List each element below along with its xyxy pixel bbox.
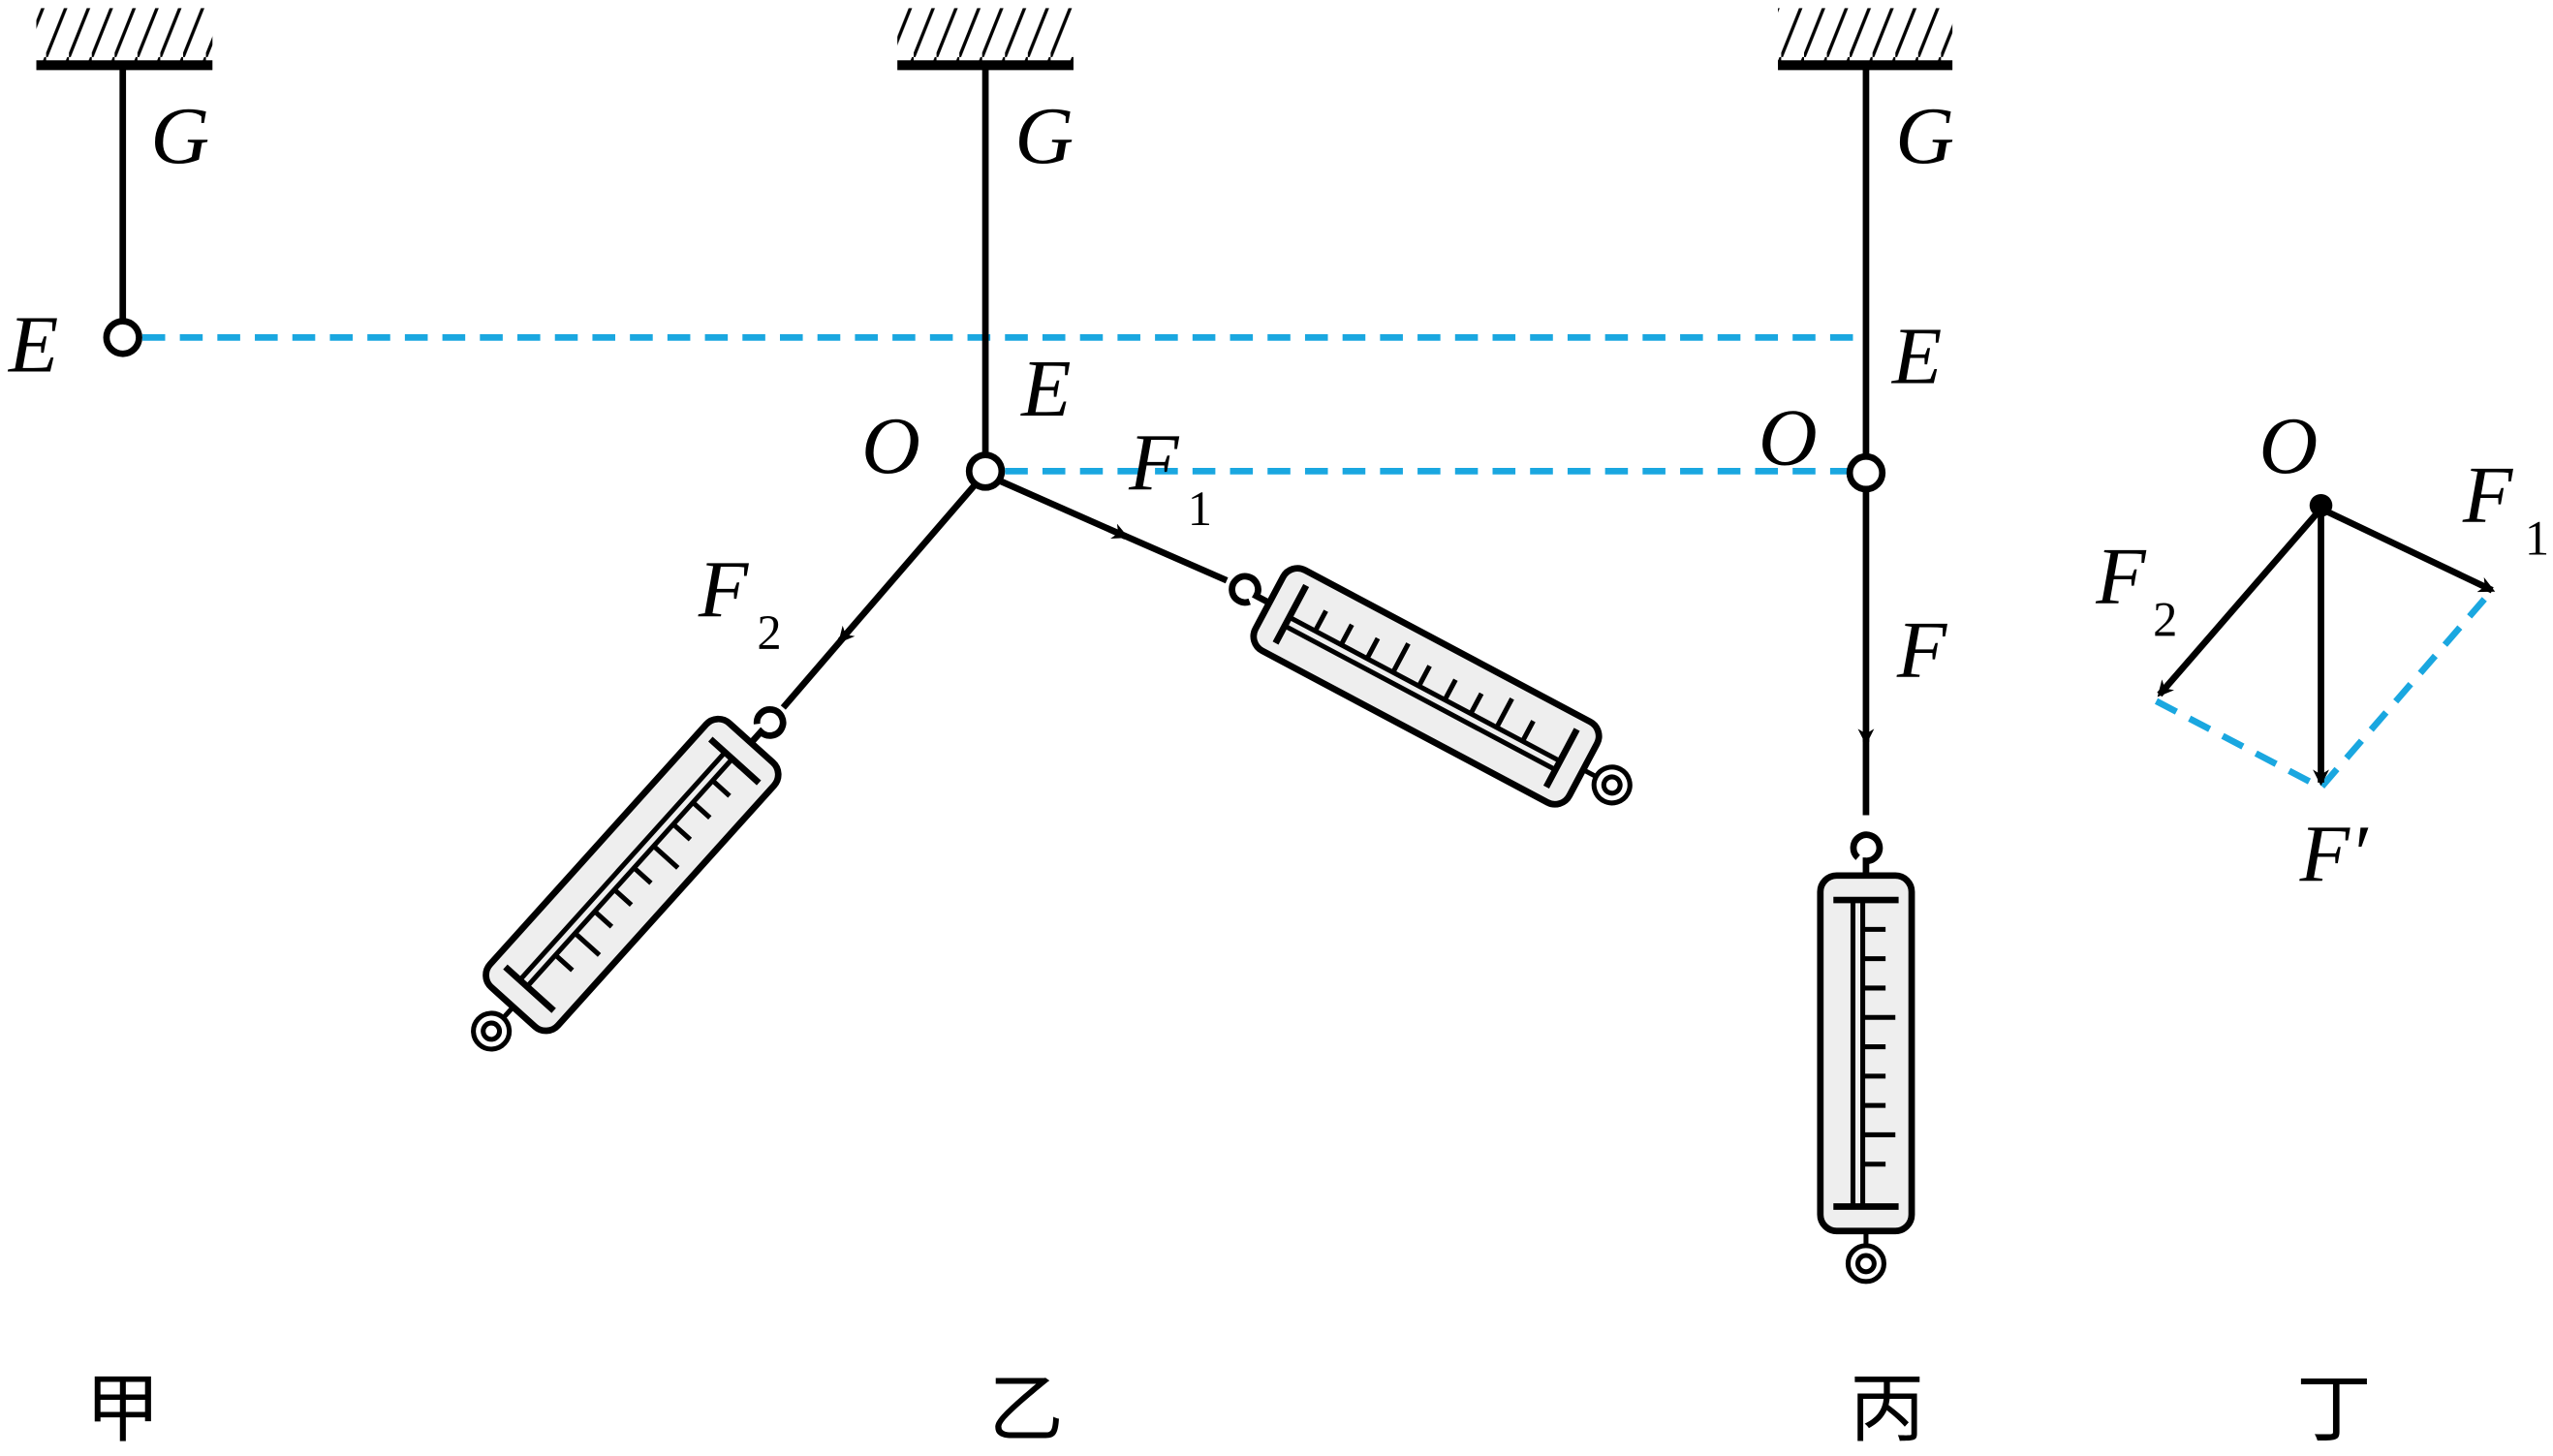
svg-text:2: 2 — [2153, 592, 2177, 646]
parallelogram-dashes — [2154, 588, 2495, 792]
svg-text:1: 1 — [2525, 511, 2549, 565]
spring-scale-1 — [1212, 543, 1649, 834]
knot-E — [103, 318, 142, 357]
spring-scale-2 — [446, 682, 813, 1075]
panel-yi: G E O F 1 F 2 乙 — [446, 8, 1649, 1453]
panel-jia: G E 甲 — [8, 8, 213, 1453]
label-G: G — [150, 91, 209, 181]
svg-text:E: E — [1891, 312, 1942, 402]
panel-bing: G E O F 丙 — [1759, 8, 1954, 1453]
caption-bing: 丙 — [1850, 1366, 1924, 1453]
svg-text:F: F — [1128, 418, 1180, 508]
caption-ding: 丁 — [2296, 1366, 2371, 1453]
label-E: E — [8, 300, 58, 390]
svg-text:G: G — [1014, 91, 1074, 181]
caption-jia: 甲 — [85, 1366, 160, 1453]
svg-text:1: 1 — [1188, 481, 1212, 536]
svg-text:F′: F′ — [2299, 809, 2369, 899]
svg-text:F: F — [698, 544, 750, 635]
ceiling-hatch — [36, 8, 213, 66]
svg-text:F: F — [2462, 450, 2514, 541]
svg-text:O: O — [2259, 401, 2319, 491]
svg-text:O: O — [861, 401, 920, 491]
arrow-F2 — [837, 483, 977, 644]
svg-text:F: F — [2095, 532, 2147, 622]
svg-text:O: O — [1759, 393, 1818, 483]
svg-text:F: F — [1896, 604, 1948, 695]
svg-text:G: G — [1895, 91, 1954, 181]
arrow-F1 — [998, 478, 1129, 540]
panel-ding: O F 1 F 2 F′ 丁 — [2095, 401, 2549, 1453]
svg-text:E: E — [1020, 344, 1071, 434]
svg-text:2: 2 — [757, 605, 781, 660]
spring-scale-3 — [1821, 835, 1912, 1282]
caption-yi: 乙 — [988, 1366, 1063, 1453]
